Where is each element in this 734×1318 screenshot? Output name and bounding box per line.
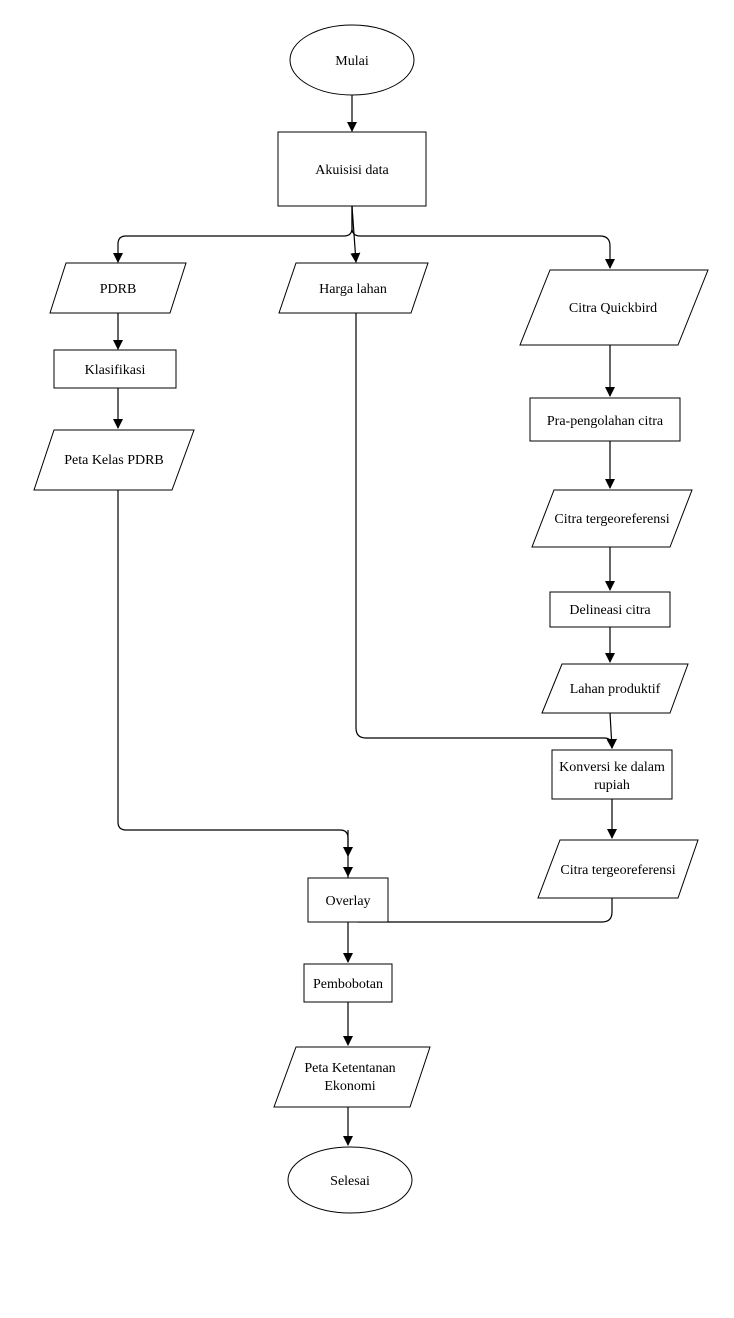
start-terminal-shape — [289, 24, 415, 96]
pembobotan-process-shape — [303, 963, 393, 1003]
node-pra-pengolahan: Pra-pengolahan citra — [529, 397, 681, 442]
konversi-label-line2: rupiah — [594, 778, 630, 793]
citra-geo2-label: Citra tergeoreferensi — [560, 863, 675, 878]
node-delineasi-citra: Delineasi citra — [549, 591, 671, 628]
node-peta-ketentanan: Peta Ketentanan Ekonomi — [273, 1046, 431, 1108]
node-citra-tergeoreferensi-1: Citra tergeoreferensi — [531, 489, 693, 548]
start-label: Mulai — [335, 54, 369, 69]
peta-ket-label-line1: Peta Ketentanan — [304, 1061, 395, 1076]
pra-label: Pra-pengolahan citra — [547, 414, 664, 429]
node-lahan-produktif: Lahan produktif — [541, 663, 689, 714]
peta-kelas-label: Peta Kelas PDRB — [64, 453, 164, 468]
arrow-akuisisi-to-pdrb — [113, 206, 353, 263]
arrow-peta-kelas-to-overlay — [117, 490, 353, 857]
end-label: Selesai — [330, 1174, 370, 1189]
node-overlay: Overlay — [307, 877, 389, 923]
node-end: Selesai — [287, 1146, 413, 1214]
pra-process-shape — [529, 397, 681, 442]
node-klasifikasi: Klasifikasi — [53, 349, 177, 389]
node-akuisisi-data: Akuisisi data — [277, 131, 427, 207]
node-pdrb: PDRB — [49, 262, 187, 314]
harga-label: Harga lahan — [319, 282, 387, 297]
akuisisi-label: Akuisisi data — [315, 163, 389, 178]
node-citra-quickbird: Citra Quickbird — [519, 269, 709, 346]
pdrb-label: PDRB — [100, 282, 137, 297]
klasifikasi-label: Klasifikasi — [85, 363, 146, 378]
overlay-label: Overlay — [325, 894, 370, 909]
node-pembobotan: Pembobotan — [303, 963, 393, 1003]
arrow-akuisisi-to-citra-quickbird — [351, 206, 615, 269]
delineasi-process-shape — [549, 591, 671, 628]
lahan-data-shape — [541, 663, 689, 714]
node-citra-tergeoreferensi-2: Citra tergeoreferensi — [537, 839, 699, 899]
peta-kelas-data-shape — [33, 429, 195, 491]
pdrb-data-shape — [49, 262, 187, 314]
node-peta-kelas-pdrb: Peta Kelas PDRB — [33, 429, 195, 491]
overlay-process-shape — [307, 877, 389, 923]
citra-quickbird-data-shape — [519, 269, 709, 346]
citra-geo2-data-shape — [537, 839, 699, 899]
akuisisi-process-shape — [277, 131, 427, 207]
harga-data-shape — [278, 262, 429, 314]
citra-geo1-label: Citra tergeoreferensi — [554, 512, 669, 527]
connectors — [113, 95, 617, 1146]
arrow-harga-to-konversi — [355, 313, 617, 749]
pembobotan-label: Pembobotan — [313, 977, 383, 992]
citra-geo1-data-shape — [531, 489, 693, 548]
node-konversi: Konversi ke dalam rupiah — [551, 749, 673, 800]
peta-ket-data-shape — [273, 1046, 431, 1108]
end-terminal-shape — [287, 1146, 413, 1214]
klasifikasi-process-shape — [53, 349, 177, 389]
peta-ket-label-line2: Ekonomi — [324, 1079, 375, 1094]
konversi-process-shape — [551, 749, 673, 800]
citra-quickbird-label: Citra Quickbird — [569, 301, 657, 316]
node-start: Mulai — [289, 24, 415, 96]
konversi-label-line1: Konversi ke dalam — [559, 760, 665, 775]
node-harga-lahan: Harga lahan — [278, 262, 429, 314]
delineasi-label: Delineasi citra — [569, 603, 651, 618]
lahan-label: Lahan produktif — [570, 682, 661, 697]
